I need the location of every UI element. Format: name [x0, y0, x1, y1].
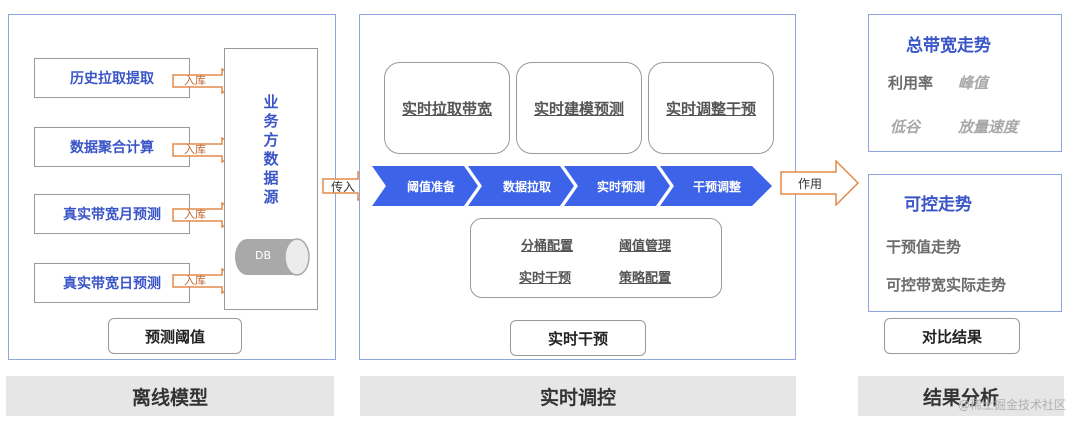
config-strategy: 策略配置: [619, 271, 672, 286]
source-history-extract: 历史拉取提取: [34, 58, 190, 98]
right-arrow-icon: [780, 159, 860, 207]
step-threshold-prep: 阈值准备: [406, 180, 455, 194]
data-source-char: 业: [263, 93, 279, 111]
realtime-adjust-intervene: 实时调整干预: [648, 62, 774, 154]
forecast-threshold-label: 预测阈值: [108, 318, 242, 354]
metric-ramp-speed: 放量速度: [958, 118, 1019, 136]
config-threshold-manage: 阈值管理: [619, 239, 672, 254]
flow-step-3: [564, 166, 670, 206]
ingest-label: 入库: [184, 274, 206, 287]
data-source-char: 源: [263, 188, 279, 206]
footer-result-analysis: 结果分析: [858, 376, 1064, 416]
data-source-char: 据: [263, 169, 279, 187]
business-data-source: 业 务 方 数 据 源 DB: [224, 48, 318, 310]
realtime-intervene-label: 实时干预: [510, 320, 646, 356]
database-icon: [235, 238, 310, 276]
process-flow: [372, 166, 772, 206]
comparison-result-label: 对比结果: [884, 318, 1020, 354]
config-box: 分桶配置 阈值管理 实时干预 策略配置: [470, 218, 722, 298]
flow-step-4: [660, 166, 772, 206]
step-intervene-adjust: 干预调整: [692, 180, 741, 194]
data-source-char: 数: [263, 150, 279, 168]
metric-peak: 峰值: [958, 74, 989, 92]
db-label: DB: [255, 249, 272, 262]
source-monthly-forecast: 真实带宽月预测: [34, 194, 190, 234]
intervene-value-trend: 干预值走势: [886, 238, 962, 256]
footer-offline-model: 离线模型: [6, 376, 334, 416]
data-source-title: 业 务 方 数 据 源: [225, 93, 317, 207]
config-bucket: 分桶配置: [521, 239, 574, 254]
metric-utilization: 利用率: [888, 74, 934, 92]
output-label: 作用: [798, 177, 823, 191]
step-data-pull: 数据拉取: [502, 180, 551, 194]
data-source-char: 方: [263, 131, 279, 149]
ingest-arrow-4: 入库: [172, 267, 242, 295]
data-source-char: 务: [263, 112, 279, 130]
total-bandwidth-panel: [868, 14, 1062, 152]
flow-step-2: [468, 166, 574, 206]
total-trend-title: 总带宽走势: [906, 36, 991, 56]
config-realtime-intervene: 实时干预: [519, 271, 572, 286]
flow-step-1: [372, 166, 478, 206]
realtime-pull-bandwidth: 实时拉取带宽: [384, 62, 510, 154]
input-label: 传入: [331, 180, 356, 194]
watermark: @稀土掘金技术社区: [957, 398, 1066, 412]
output-arrow: 作用: [780, 159, 860, 207]
ingest-label: 入库: [184, 74, 206, 87]
metric-trough: 低谷: [890, 118, 921, 136]
controllable-actual-trend: 可控带宽实际走势: [886, 276, 1007, 294]
source-data-aggregate: 数据聚合计算: [34, 127, 190, 167]
source-daily-forecast: 真实带宽日预测: [34, 263, 190, 303]
control-trend-title: 可控走势: [904, 195, 972, 215]
ingest-arrow-2: 入库: [172, 136, 242, 164]
step-realtime-predict: 实时预测: [596, 180, 645, 194]
footer-realtime-control: 实时调控: [360, 376, 796, 416]
ingest-label: 入库: [184, 143, 206, 156]
controllable-trend-panel: [868, 174, 1062, 312]
realtime-model-predict: 实时建模预测: [516, 62, 642, 154]
ingest-arrow-3: 入库: [172, 201, 242, 229]
ingest-label: 入库: [184, 208, 206, 221]
